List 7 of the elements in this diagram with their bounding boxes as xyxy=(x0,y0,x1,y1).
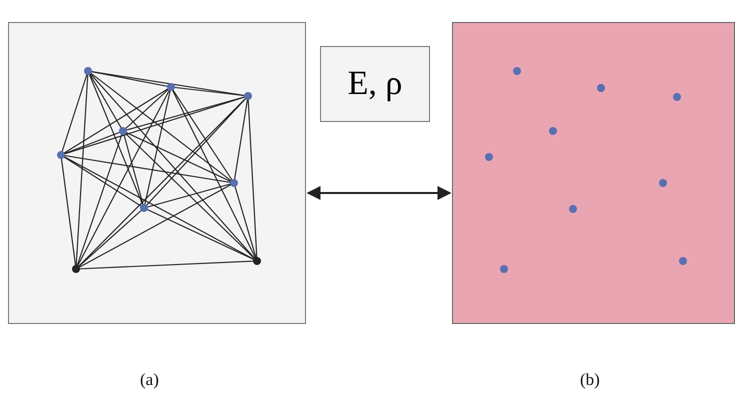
double-arrow xyxy=(306,186,452,200)
network-panel xyxy=(8,22,306,324)
particle-panel xyxy=(452,22,735,324)
parameter-box xyxy=(320,46,430,122)
panel-caption: (a) xyxy=(140,370,159,390)
parameter-label: E, ρ xyxy=(348,65,402,103)
panel-caption: (b) xyxy=(580,370,600,390)
